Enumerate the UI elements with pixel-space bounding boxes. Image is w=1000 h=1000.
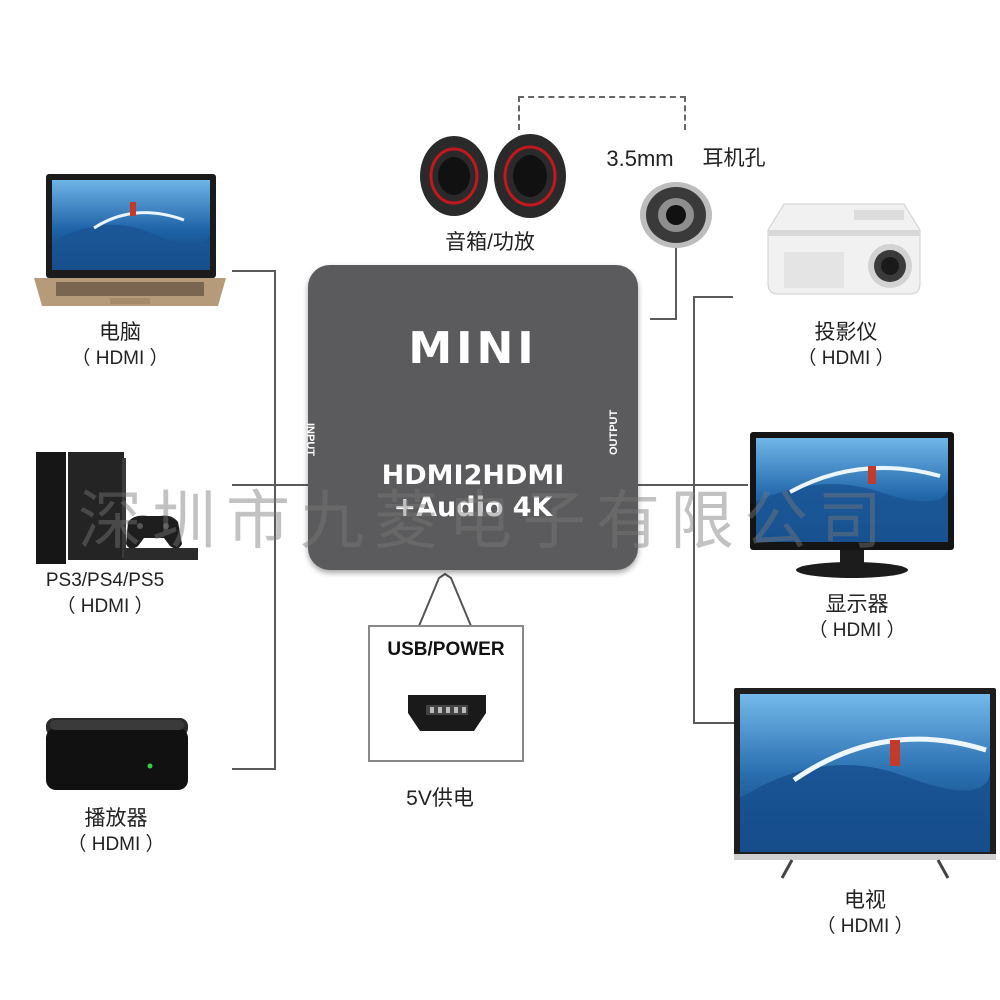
laptop-name: 电脑: [99, 321, 141, 344]
monitor-label: 显示器 （ HDMI ）: [782, 592, 932, 644]
tv-icon: [734, 688, 996, 879]
power-cable: [418, 572, 472, 627]
output-port-label: OUTPUT: [608, 409, 620, 455]
tv-name: 电视: [844, 889, 886, 912]
mini-usb-port-icon: [408, 695, 486, 731]
tv-label: 电视 （ HDMI ）: [790, 888, 940, 940]
player-label: 播放器 （ HDMI ）: [36, 806, 196, 858]
audio-dashed-line: [518, 96, 686, 130]
projector-name: 投影仪: [814, 321, 878, 344]
converter-line1: HDMI2HDMI: [381, 460, 565, 491]
input-port-label: INPUT: [304, 423, 316, 456]
power-caption: 5V供电: [406, 787, 474, 810]
projector-port: （ HDMI ）: [797, 348, 895, 369]
monitor-icon: [750, 432, 954, 578]
jack-name-label: 耳机孔: [702, 147, 766, 170]
jack-size-label: 3.5mm: [606, 146, 674, 171]
player-name: 播放器: [84, 807, 148, 830]
wire-laptop: [232, 270, 276, 272]
monitor-name: 显示器: [825, 593, 889, 616]
player-port: （ HDMI ）: [67, 834, 165, 855]
projector-icon: [767, 203, 921, 295]
laptop-icon: [34, 174, 226, 306]
monitor-port: （ HDMI ）: [808, 620, 906, 641]
wire-projector: [693, 296, 733, 298]
company-watermark: 深圳市九菱电子有限公司: [78, 485, 892, 559]
output-bus-line: [693, 296, 695, 724]
converter-line2: +Audio 4K: [393, 492, 553, 523]
wire-tv: [693, 722, 737, 724]
usb-power-panel: USB/POWER: [368, 625, 524, 762]
wire-console: [232, 484, 308, 486]
speakers-icon: [420, 134, 566, 218]
input-bus-line: [274, 270, 276, 770]
audio-jack-icon: [640, 182, 712, 248]
console-port: （ HDMI ）: [56, 596, 154, 617]
wire-player: [232, 768, 276, 770]
console-name: PS3/PS4/PS5: [45, 570, 165, 591]
speakers-label: 音箱/功放: [445, 231, 535, 254]
hdmi-converter-box: MINI INPUT OUTPUT HDMI2HDMI +Audio 4K: [304, 265, 638, 570]
game-console-icon: [36, 452, 198, 564]
media-player-icon: [46, 718, 188, 790]
tv-port: （ HDMI ）: [816, 916, 914, 937]
laptop-port: （ HDMI ）: [71, 348, 169, 369]
wire-monitor: [638, 484, 748, 486]
wire-jack: [675, 248, 677, 320]
laptop-label: 电脑 （ HDMI ）: [40, 320, 200, 372]
usb-power-label: USB/POWER: [387, 639, 505, 660]
projector-label: 投影仪 （ HDMI ）: [776, 320, 916, 372]
console-label: PS3/PS4/PS5 （ HDMI ）: [20, 568, 190, 620]
wire-jack-h: [650, 318, 677, 320]
converter-logo: MINI: [408, 323, 538, 374]
